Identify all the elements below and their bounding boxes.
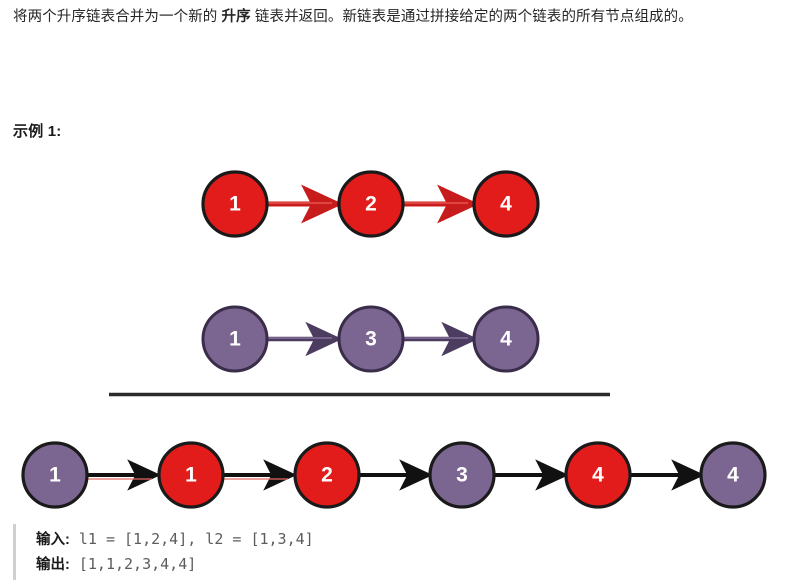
example-heading: 示例 1: [13,123,62,140]
node-label: 1 [229,193,241,216]
list1-node-0: 1 [201,170,269,238]
output-value: [1,1,2,3,4,4] [69,555,197,573]
merged-node-0: 1 [21,441,89,509]
linked-list-diagram: 1 2 4 1 [0,150,790,520]
input-value: l1 = [1,2,4], l2 = [1,3,4] [69,530,314,548]
list2-edge-3-4 [404,321,479,357]
merged-edge-0-1 [88,459,161,491]
list2-node-0: 1 [201,305,269,373]
example-io-block: 输入: l1 = [1,2,4], l2 = [1,3,4] 输出: [1,1,… [13,524,775,580]
node-label: 4 [500,193,512,216]
list1-node-2: 4 [472,170,540,238]
node-label: 1 [49,464,61,487]
list2-node-1: 3 [337,305,405,373]
description-part-2: 链表并返回。新链表是通过拼接给定的两个链表的所有节点组成的。 [250,9,693,25]
list1-edge-1-2 [268,184,344,224]
list-row-1: 1 2 4 [201,170,540,238]
merged-node-5: 4 [699,441,767,509]
node-label: 1 [229,328,241,351]
node-label: 3 [456,464,468,487]
list2-edge-1-3 [268,321,343,357]
node-label: 4 [592,464,604,487]
input-label: 输入: [36,532,70,548]
list-row-2: 1 3 4 [201,305,540,373]
output-label: 输出: [36,557,70,573]
node-label: 4 [500,328,512,351]
node-label: 2 [365,193,377,216]
merged-node-2: 2 [293,441,361,509]
list2-node-2: 4 [472,305,540,373]
node-label: 1 [185,464,197,487]
merged-node-1: 1 [157,441,225,509]
example-output-line: 输出: [1,1,2,3,4,4] [36,552,775,577]
node-label: 4 [727,464,739,487]
list1-node-1: 2 [337,170,405,238]
node-label: 3 [365,328,377,351]
description-part-1: 将两个升序链表合并为一个新的 [13,9,222,25]
problem-description: 将两个升序链表合并为一个新的 升序 链表并返回。新链表是通过拼接给定的两个链表的… [13,4,775,31]
list1-edge-2-4 [404,184,480,224]
list-row-merged: 1 1 2 3 4 4 [21,441,767,509]
example-input-line: 输入: l1 = [1,2,4], l2 = [1,3,4] [36,527,775,552]
description-emphasis: 升序 [221,9,251,25]
merged-edge-1-2 [224,459,297,491]
merged-node-4: 4 [564,441,632,509]
merged-node-3: 3 [428,441,496,509]
node-label: 2 [321,464,333,487]
